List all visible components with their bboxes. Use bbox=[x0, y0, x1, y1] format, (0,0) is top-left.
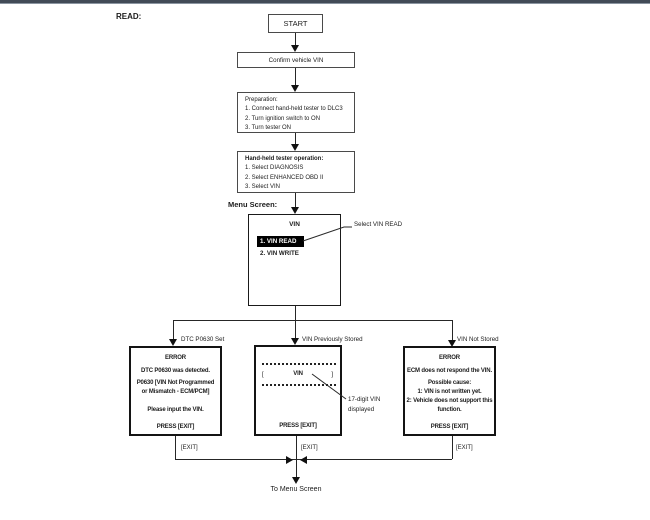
vin-read-menu-item: 1. VIN READ bbox=[257, 236, 304, 247]
error-no-response-line: 2: Vehicle does not support this bbox=[406, 398, 493, 404]
confirm-vin-label: Confirm vehicle VIN bbox=[268, 56, 324, 64]
vin-display-label: VIN bbox=[293, 371, 303, 377]
vin-menu-screen: VIN 1. VIN READ 2. VIN WRITE bbox=[248, 214, 341, 306]
connector-line bbox=[295, 68, 296, 86]
error-dtc-title: ERROR bbox=[165, 355, 186, 361]
dotted-line bbox=[262, 363, 336, 365]
vin-display-press-exit: PRESS [EXIT] bbox=[279, 423, 317, 429]
vin-bracket-open: [ bbox=[262, 371, 264, 378]
select-vin-read-callout: Select VIN READ bbox=[354, 221, 403, 228]
arrowhead-down bbox=[291, 207, 299, 214]
read-section-label: READ: bbox=[116, 12, 142, 21]
error-no-response-line: Possible cause: bbox=[427, 380, 472, 386]
connector-line bbox=[175, 459, 452, 460]
branch-label-vin-stored: VIN Previously Stored bbox=[302, 336, 363, 343]
error-dtc-line: P0630 [VIN Not Programmed bbox=[136, 380, 215, 386]
vin-bracket-close: ] bbox=[331, 371, 333, 378]
connector-line bbox=[296, 436, 297, 459]
vin-digits-callout-line2: displayed bbox=[348, 406, 375, 413]
top-border-bar bbox=[0, 0, 650, 4]
exit-label-left: [EXIT] bbox=[181, 445, 198, 451]
connector-line bbox=[175, 436, 176, 459]
error-dtc-press-exit: PRESS [EXIT] bbox=[156, 424, 195, 430]
start-node: START bbox=[268, 14, 323, 33]
preparation-title: Preparation: bbox=[245, 97, 278, 103]
arrowhead-down bbox=[291, 144, 299, 151]
branch-label-dtc-set: DTC P0630 Set bbox=[181, 336, 225, 343]
error-no-response-title: ERROR bbox=[439, 355, 460, 361]
arrowhead-down bbox=[291, 45, 299, 52]
error-no-response-line: 1: VIN is not written yet. bbox=[417, 389, 482, 395]
error-no-response-press-exit: PRESS [EXIT] bbox=[430, 424, 469, 430]
connector-line bbox=[173, 320, 452, 321]
tester-operation-step: 3. Select VIN bbox=[245, 184, 281, 191]
error-dtc-node: ERROR DTC P0630 was detected. P0630 [VIN… bbox=[129, 346, 222, 436]
to-menu-screen-label: To Menu Screen bbox=[270, 486, 322, 493]
confirm-vin-node: Confirm vehicle VIN bbox=[237, 52, 355, 68]
tester-operation-step: 1. Select DIAGNOSIS bbox=[245, 165, 304, 172]
vin-digits-callout-line1: 17-digit VIN bbox=[348, 396, 381, 403]
exit-label-middle: [EXIT] bbox=[301, 445, 318, 451]
branch-label-vin-not-stored: VIN Not Stored bbox=[457, 336, 499, 343]
connector-line bbox=[295, 193, 296, 208]
connector-line bbox=[295, 133, 296, 145]
tester-operation-step: 2. Select ENHANCED OBD II bbox=[245, 174, 324, 181]
arrowhead-down bbox=[448, 340, 456, 347]
dotted-line bbox=[262, 384, 336, 386]
start-node-label: START bbox=[283, 19, 308, 28]
connector-line bbox=[173, 320, 174, 339]
tester-operation-title: Hand-held tester operation: bbox=[245, 156, 324, 162]
error-dtc-line: or Mismatch - ECM/PCM] bbox=[141, 389, 210, 395]
arrowhead-down bbox=[291, 85, 299, 92]
error-no-response-line: function. bbox=[437, 407, 462, 413]
connector-line bbox=[296, 459, 297, 477]
preparation-step: 1. Connect hand-held tester to DLC3 bbox=[245, 106, 343, 113]
connector-line bbox=[452, 320, 453, 340]
error-no-response-line: ECM does not respond the VIN. bbox=[407, 368, 492, 374]
exit-label-right: [EXIT] bbox=[456, 445, 473, 451]
arrowhead-right bbox=[286, 456, 293, 464]
vin-menu-title: VIN bbox=[289, 221, 300, 228]
menu-screen-label: Menu Screen: bbox=[228, 200, 278, 209]
arrowhead-down bbox=[291, 338, 299, 345]
arrowhead-down bbox=[292, 477, 300, 484]
arrowhead-left bbox=[300, 456, 307, 464]
connector-line bbox=[295, 306, 296, 339]
vin-display-node: [ VIN ] PRESS [EXIT] bbox=[254, 345, 342, 436]
error-dtc-line: DTC P0630 was detected. bbox=[141, 368, 210, 374]
preparation-node: Preparation: 1. Connect hand-held tester… bbox=[237, 92, 355, 133]
preparation-step: 2. Turn ignition switch to ON bbox=[245, 115, 321, 122]
vin-write-menu-item: 2. VIN WRITE bbox=[260, 250, 299, 257]
preparation-step: 3. Turn tester ON bbox=[245, 125, 292, 132]
vin-read-menu-item-label: 1. VIN READ bbox=[260, 238, 297, 245]
error-dtc-line: Please input the VIN. bbox=[147, 407, 204, 413]
arrowhead-down bbox=[169, 339, 177, 346]
error-no-response-node: ERROR ECM does not respond the VIN. Poss… bbox=[403, 346, 496, 436]
connector-line bbox=[452, 436, 453, 459]
tester-operation-node: Hand-held tester operation: 1. Select DI… bbox=[237, 151, 355, 193]
connector-line bbox=[295, 33, 296, 46]
